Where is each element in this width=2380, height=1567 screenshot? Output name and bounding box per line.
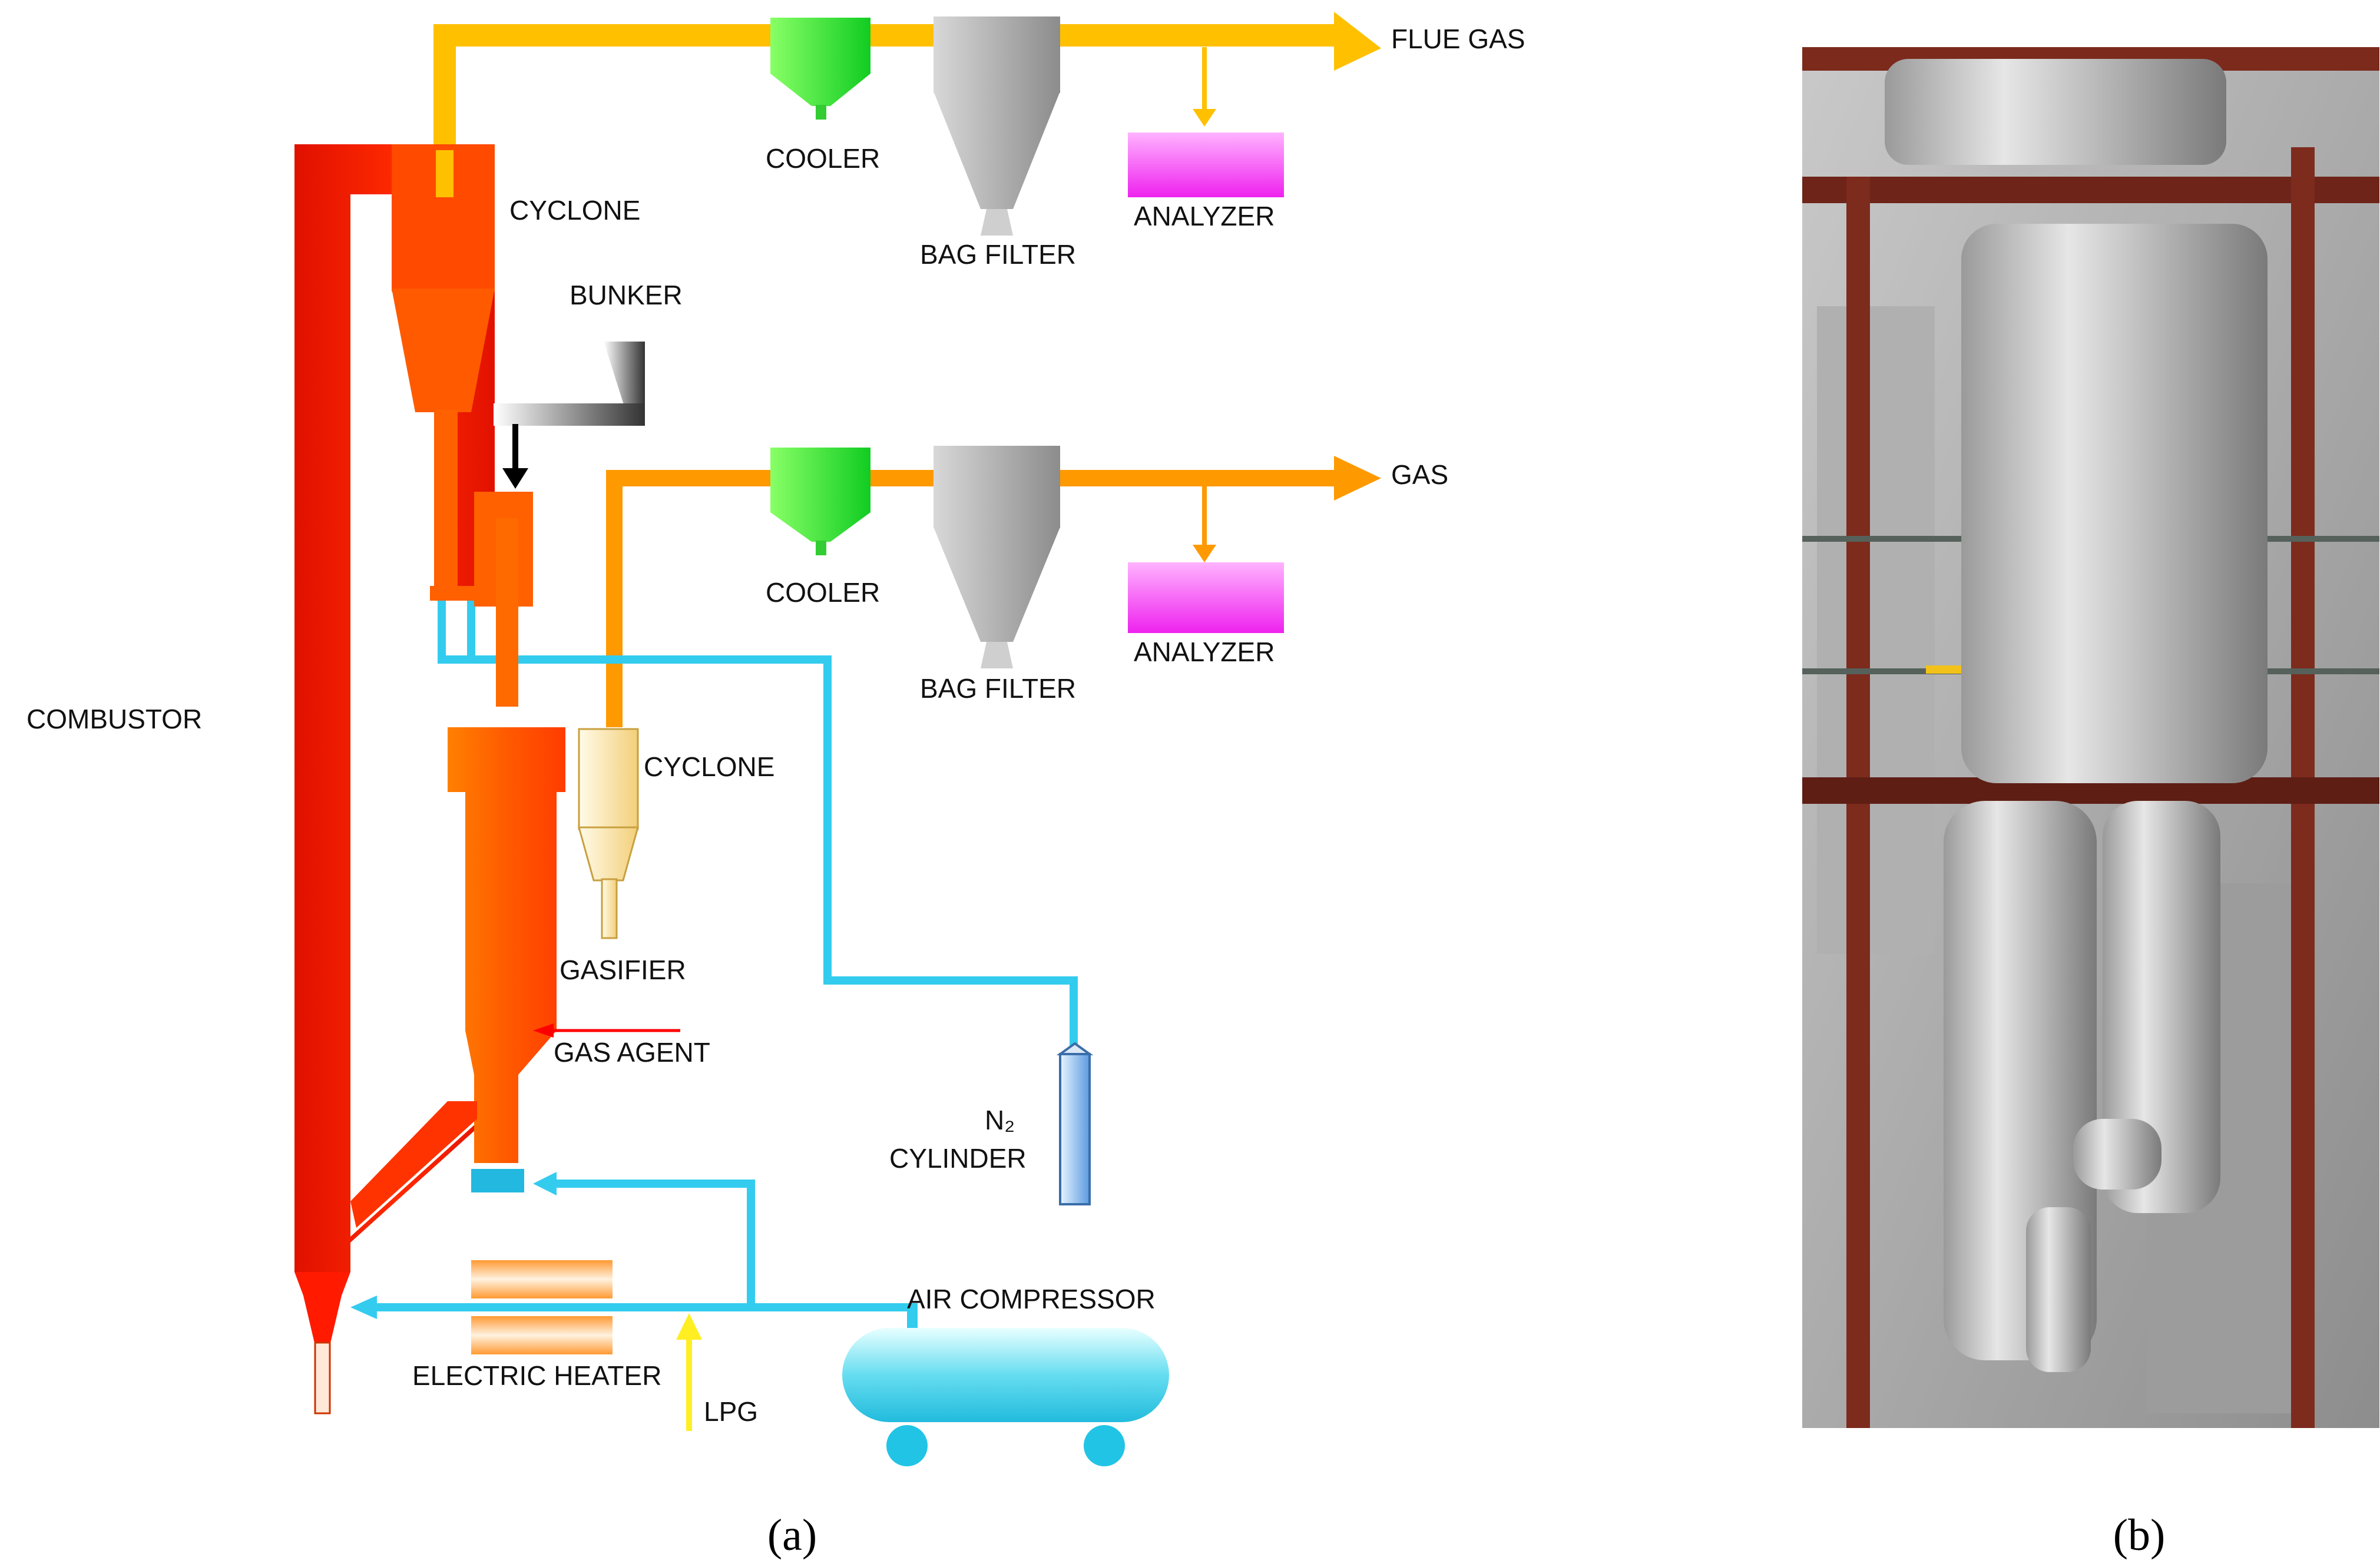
label-cooler-mid: COOLER xyxy=(766,577,880,608)
n2-cylinder xyxy=(1056,1042,1094,1205)
label-lpg: LPG xyxy=(704,1396,758,1427)
label-gasifier: GASIFIER xyxy=(560,955,686,985)
caption-a: (a) xyxy=(767,1510,817,1560)
loop-seal xyxy=(474,492,533,707)
air-arrow-combustor xyxy=(350,1296,377,1319)
air-lines xyxy=(371,589,1078,1311)
label-electric-heater: ELECTRIC HEATER xyxy=(412,1360,661,1391)
bag-filter-top xyxy=(934,16,1060,236)
label-cylinder: CYLINDER xyxy=(889,1143,1027,1174)
air-arrow-gasifier xyxy=(533,1172,557,1195)
label-cooler-top: COOLER xyxy=(766,143,880,174)
label-analyzer-top: ANALYZER xyxy=(1134,201,1275,231)
label-bag-filter-mid: BAG FILTER xyxy=(920,673,1076,704)
gasifier xyxy=(448,727,565,1192)
gas-line xyxy=(606,456,1381,727)
label-flue-gas: FLUE GAS xyxy=(1391,24,1525,54)
schematic-panel: FLUE GAS COOLER BAG FILTER ANALYZER CYCL… xyxy=(27,12,1525,1466)
bag-filter-mid xyxy=(934,446,1060,668)
label-bunker: BUNKER xyxy=(570,280,683,310)
photo-panel xyxy=(1802,47,2379,1428)
label-analyzer-mid: ANALYZER xyxy=(1134,637,1275,667)
label-cyclone-top: CYCLONE xyxy=(509,195,640,226)
label-gas-agent: GAS AGENT xyxy=(554,1037,710,1068)
cooler-mid xyxy=(770,448,870,555)
bunker xyxy=(494,342,645,489)
analyzer-top xyxy=(1128,132,1284,197)
label-cyclone-mid: CYCLONE xyxy=(644,751,774,782)
label-bag-filter-top: BAG FILTER xyxy=(920,239,1076,270)
transfer-leg xyxy=(350,1101,477,1228)
lpg-inlet xyxy=(676,1313,702,1431)
label-gas: GAS xyxy=(1391,459,1448,490)
caption-b: (b) xyxy=(2113,1510,2166,1560)
gas-agent-inlet xyxy=(533,1023,680,1038)
label-air-compressor: AIR COMPRESSOR xyxy=(907,1284,1156,1314)
electric-heater xyxy=(471,1260,613,1354)
cyclone-top xyxy=(392,144,501,601)
cooler-top xyxy=(770,18,870,120)
air-compressor xyxy=(842,1303,1169,1466)
label-n2: N₂ xyxy=(985,1105,1015,1135)
analyzer-mid xyxy=(1128,562,1284,633)
label-combustor: COMBUSTOR xyxy=(27,704,202,734)
cyclone-mid xyxy=(578,728,639,939)
